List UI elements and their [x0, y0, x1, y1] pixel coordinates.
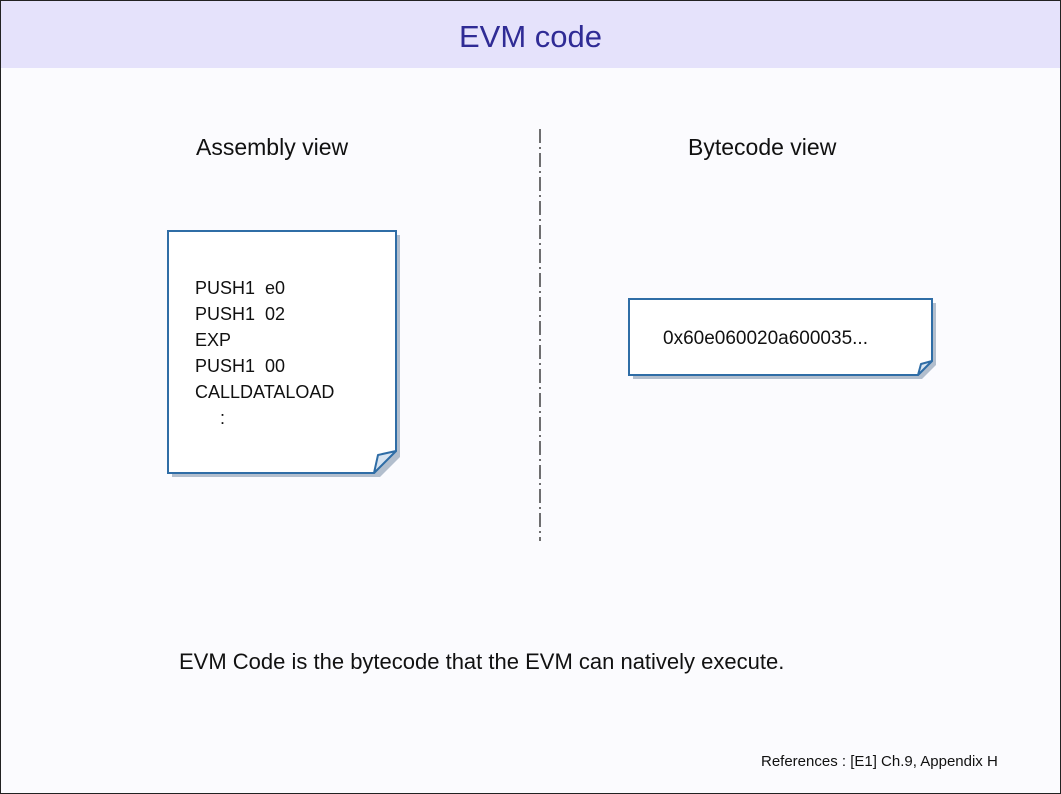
bytecode-view-heading: Bytecode view [688, 134, 837, 160]
assembly-line: CALLDATALOAD [195, 382, 335, 402]
assembly-line: PUSH1 02 [195, 304, 286, 324]
note-shape [167, 230, 400, 477]
title-bar: EVM code [1, 1, 1060, 68]
assembly-line: : [195, 408, 226, 428]
caption: EVM Code is the bytecode that the EVM ca… [179, 649, 785, 674]
assembly-line: EXP [195, 330, 232, 350]
column-divider [539, 129, 541, 541]
references: References : [E1] Ch.9, Appendix H [761, 753, 998, 770]
slide-title: EVM code [458, 18, 602, 54]
bytecode-value: 0x60e060020a600035... [663, 328, 868, 349]
assembly-line: PUSH1 e0 [195, 278, 286, 298]
assembly-line: PUSH1 00 [195, 356, 286, 376]
assembly-view-heading: Assembly view [196, 134, 349, 160]
bytecode-note: 0x60e060020a600035... [627, 297, 936, 379]
note-shape [628, 298, 936, 379]
